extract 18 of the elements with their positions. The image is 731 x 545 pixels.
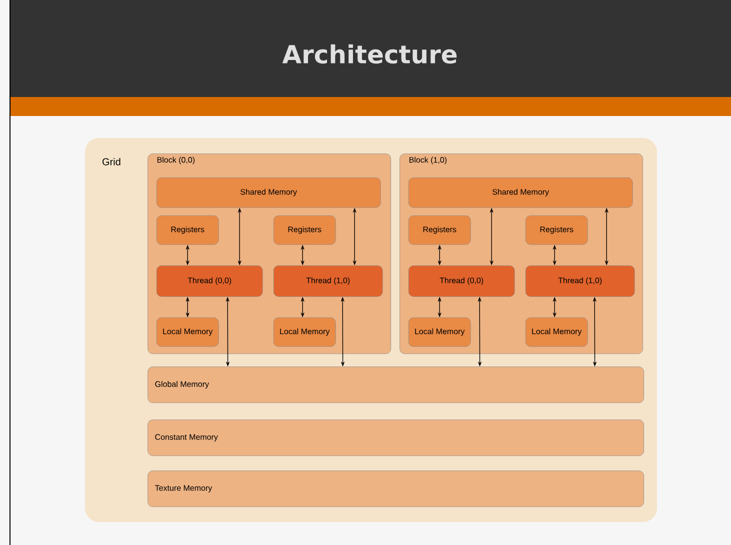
memory-bar: Texture Memory (148, 470, 644, 507)
memory-box: Shared Memory (156, 177, 381, 208)
thread-box: Thread (0,0) (408, 265, 515, 297)
memory-box: Local Memory (273, 317, 336, 347)
memory-bar: Constant Memory (148, 420, 644, 456)
slide-title: Architecture (282, 44, 457, 64)
register-box: Registers (156, 215, 219, 245)
thread-box: Thread (0,0) (156, 265, 263, 297)
memory-box: Shared Memory (408, 177, 633, 208)
thread-box: Thread (1,0) (273, 265, 383, 297)
memory-bar: Global Memory (148, 366, 644, 403)
register-box: Registers (273, 215, 336, 245)
memory-box: Local Memory (156, 317, 219, 347)
thread-box: Thread (1,0) (525, 265, 635, 297)
register-box: Registers (408, 215, 471, 245)
memory-box: Local Memory (525, 317, 588, 347)
register-box: Registers (525, 215, 588, 245)
memory-box: Local Memory (408, 317, 471, 347)
